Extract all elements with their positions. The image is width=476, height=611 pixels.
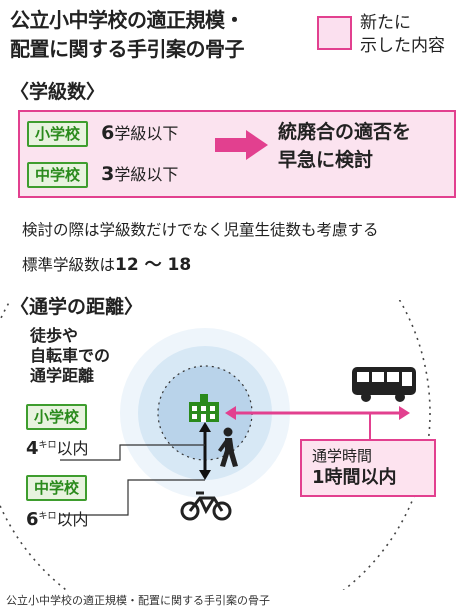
standard-prefix: 標準学級数は [22,256,116,274]
middle-dist-num: 6 [26,509,39,530]
commute-diagram [0,300,431,590]
footer-caption: 公立小中学校の適正規模・配置に関する手引案の骨子 [6,594,270,607]
legend-text: 新たに 示した内容 [360,12,470,58]
commute-time-box: 通学時間 1時間以内 [300,439,436,497]
bus-icon [352,367,416,402]
primary-class-suffix: 学級以下 [114,124,179,143]
consideration-note: 検討の際は学級数だけでなく児童生徒数も考慮する [22,221,379,239]
time-line-2: 1時間以内 [312,467,397,488]
primary-school-tag: 小学校 [27,121,89,147]
middle-school-tag-2: 中学校 [26,475,88,501]
middle-dist-suffix: 以内 [56,510,89,529]
verdict-line-1: 統廃合の適否を [278,121,412,143]
primary-dist-suffix: 以内 [56,439,89,458]
walk-line-3: 通学距離 [30,366,95,385]
primary-dist-num: 4 [26,438,39,459]
primary-school-row: 小学校 6学級以下 [27,121,179,147]
school-icon [189,394,219,422]
legend-line-1: 新たに [360,13,411,33]
primary-dist-unit: キロ [38,440,57,451]
page-title: 公立小中学校の適正規模・ 配置に関する手引案の骨子 [10,6,310,64]
section-class-count: 〈学級数〉 [10,81,106,103]
section-commute: 〈通学の距離〉 [10,296,144,318]
middle-school-row: 中学校 3学級以下 [27,162,179,188]
middle-distance: 中学校 6キロ以内 [26,475,89,530]
verdict-line-2: 早急に検討 [278,149,374,171]
primary-class-num: 6 [101,122,115,144]
middle-class-num: 3 [101,163,115,185]
walker-icon [218,427,238,467]
bicycle-icon [180,491,232,521]
middle-dist-unit: キロ [38,511,57,522]
title-line-1: 公立小中学校の適正規模・ [10,8,245,32]
arrow-head [246,130,268,160]
walk-line-2: 自転車での [30,346,111,365]
radius-arrow [199,422,211,480]
legend-swatch [317,16,352,50]
time-line-1: 通学時間 [312,447,373,465]
title-line-2: 配置に関する手引案の骨子 [10,37,245,61]
walk-line-1: 徒歩や [30,326,79,345]
middle-school-tag: 中学校 [27,162,89,188]
outer-dotted-circle [0,300,431,590]
middle-leader [60,479,205,516]
middle-class-suffix: 学級以下 [114,165,179,184]
verdict-text: 統廃合の適否を 早急に検討 [278,118,458,174]
primary-school-tag-2: 小学校 [26,404,88,430]
time-arrow [225,406,410,420]
standard-class-count: 標準学級数は12 〜 18 [22,250,191,275]
legend-line-2: 示した内容 [360,36,445,56]
standard-value: 12 〜 18 [115,255,192,275]
primary-leader [60,444,205,461]
class-count-box [18,110,456,198]
primary-distance: 小学校 4キロ以内 [26,404,89,459]
walk-distance-label: 徒歩や 自転車での 通学距離 [30,326,110,386]
arrow-right-icon [215,138,247,152]
